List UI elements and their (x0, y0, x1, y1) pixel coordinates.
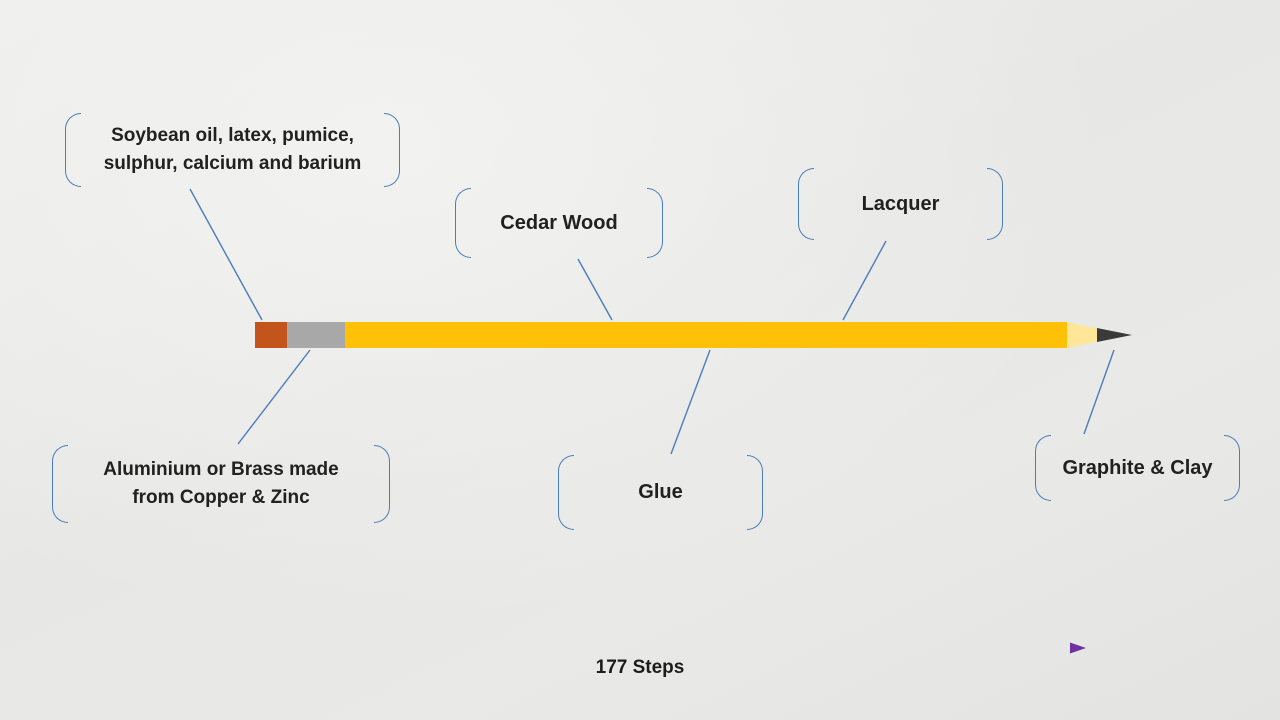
callout-line-glue (670, 349, 711, 455)
callout-glue-label: Glue (638, 481, 683, 503)
callout-soybean-line1: Soybean oil, latex, pumice, (111, 125, 354, 147)
callout-graphite-label: Graphite & Clay (1062, 456, 1213, 479)
callout-ferrule-line2: from Copper & Zinc (132, 487, 310, 508)
callout-cedar-label: Cedar Wood (500, 211, 618, 234)
pencil-eraser (255, 322, 287, 348)
left-bracket-icon (52, 445, 68, 523)
callout-ferrule-label: Aluminium or Brass made from Copper & Zi… (68, 445, 374, 523)
callout-soybean-line2: sulphur, calcium and barium (103, 153, 362, 174)
left-bracket-icon (455, 188, 471, 258)
callout-cedar: Cedar Wood (455, 188, 663, 258)
callout-line-graphite (1083, 349, 1115, 435)
right-bracket-icon (1224, 435, 1240, 501)
left-bracket-icon (798, 168, 814, 240)
right-bracket-icon (987, 168, 1003, 240)
callout-line-ferrule (237, 349, 311, 445)
callout-lacquer: Lacquer (798, 168, 1003, 240)
pencil-graphite-tip (1097, 328, 1132, 342)
pencil-body (345, 322, 1067, 348)
callout-ferrule: Aluminium or Brass made from Copper & Zi… (52, 445, 390, 523)
right-bracket-icon (384, 113, 400, 187)
right-bracket-icon (747, 455, 763, 530)
steps-arrow-head (1070, 642, 1086, 654)
left-bracket-icon (65, 113, 81, 187)
left-bracket-icon (1035, 435, 1051, 501)
callout-graphite: Graphite & Clay (1035, 435, 1240, 501)
steps-count-label: 177 Steps (595, 657, 685, 678)
callout-lacquer-label: Lacquer (861, 192, 940, 215)
callout-soybean-label: Soybean oil, latex, pumice, sulphur, cal… (81, 113, 384, 187)
callout-ferrule-line1: Aluminium or Brass made (103, 459, 339, 481)
right-bracket-icon (374, 445, 390, 523)
pencil-ferrule (287, 322, 345, 348)
callout-line-soybean (189, 188, 263, 321)
callout-soybean: Soybean oil, latex, pumice, sulphur, cal… (65, 113, 400, 187)
callout-line-lacquer (842, 240, 887, 321)
left-bracket-icon (558, 455, 574, 530)
callout-glue: Glue (558, 455, 763, 530)
right-bracket-icon (647, 188, 663, 258)
callout-line-cedar (577, 258, 613, 321)
